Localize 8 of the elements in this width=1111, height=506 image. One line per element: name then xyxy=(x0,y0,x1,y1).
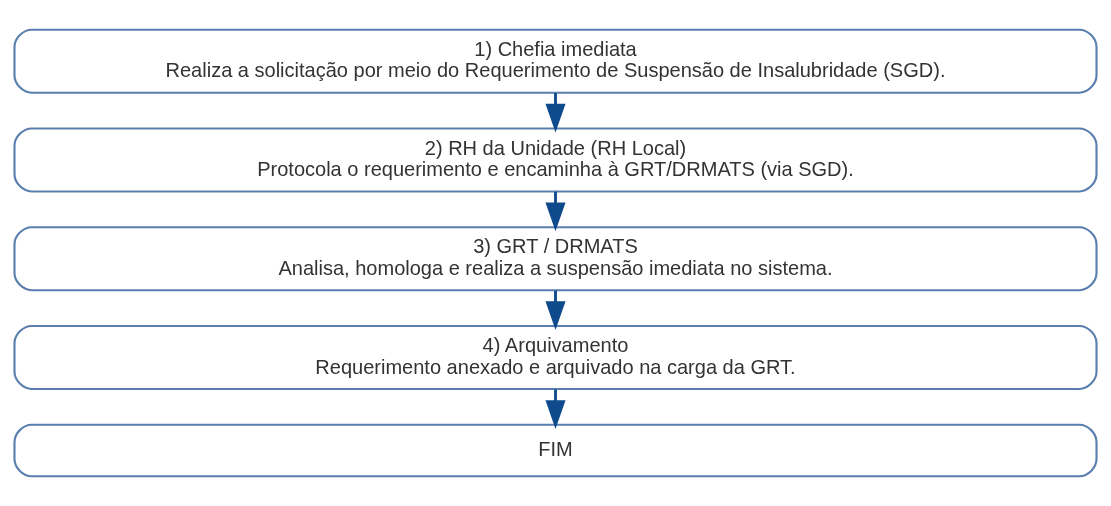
node-box: 4) Arquivamento Requerimento anexado e arquivado na carga da GRT. xyxy=(13,324,1098,391)
node-box: 3) GRT / DRMATS Analisa, homologa e realiza a suspensão imediata no sistema. xyxy=(13,226,1098,292)
arrow xyxy=(545,290,566,330)
arrow xyxy=(545,389,566,429)
node-box: 1) Chefia imediata Realiza a solicitação por meio do Requerimento de Suspensão de Insalubridade (SGD). xyxy=(13,28,1098,94)
node-box: 2) RH da Unidade (RH Local) Protocola o requerimento e encaminha à GRT/DRMATS (via SGD). xyxy=(13,127,1098,193)
arrow xyxy=(545,93,566,133)
node-box: FIM xyxy=(13,423,1098,478)
